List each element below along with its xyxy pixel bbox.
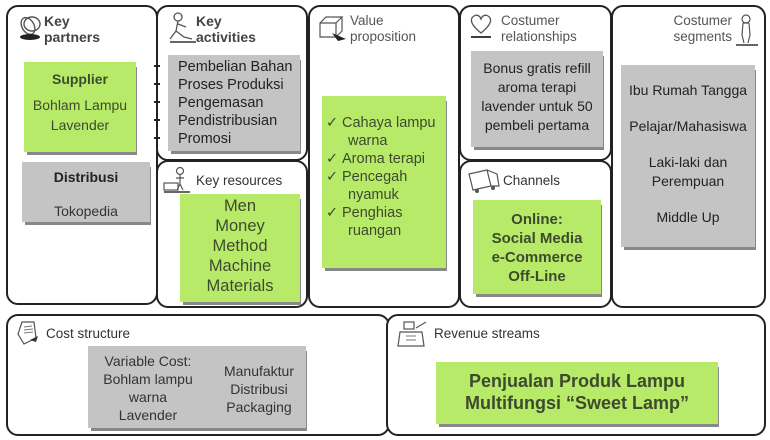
segment-item: Laki-laki dan — [648, 154, 728, 170]
revenue-note: Penjualan Produk Lampu Multifungsi “Swee… — [436, 362, 718, 424]
resource-item: Method — [212, 237, 268, 255]
resource-item: Men — [223, 197, 257, 215]
cost-variable-line: Lavender — [118, 407, 178, 423]
key-activities-title-2: activities — [196, 29, 256, 45]
cost-fixed-line: Manufaktur — [223, 363, 295, 379]
value-item-cont: ruangan — [348, 223, 402, 239]
revenue-streams-title: Revenue streams — [434, 326, 540, 341]
segment-item: Pelajar/Mahasiswa — [629, 118, 747, 134]
checkmark-icon: ✓ — [326, 151, 339, 167]
key-partners-title-1: Key — [44, 13, 70, 29]
value-item-cont: warna — [348, 133, 388, 149]
activity-item: Promosi — [178, 131, 232, 147]
cost-variable-line: Bohlam lampu — [103, 371, 193, 387]
value-proposition-block: Value proposition ✓Cahaya lampu warna ✓A… — [308, 5, 460, 308]
document-icon — [17, 321, 38, 345]
customer-segments-block: Costumer segments Ibu Rumah Tangga Pelaj… — [611, 5, 766, 308]
activity-item: Pembelian Bahan — [178, 59, 293, 75]
supplier-line: Lavender — [50, 117, 110, 133]
value-item: ✓Cahaya lampu — [326, 115, 436, 131]
customer-relationships-title-2: relationships — [501, 29, 577, 44]
customer-segments-title-2: segments — [673, 29, 732, 44]
relationship-line: lavender untuk 50 — [481, 98, 593, 114]
value-item-cont: nyamuk — [348, 187, 399, 203]
cost-fixed-line: Packaging — [226, 399, 292, 415]
relationship-line: pembeli pertama — [484, 117, 590, 133]
key-partners-title-2: partners — [44, 29, 101, 45]
resource-item: Money — [215, 217, 265, 235]
revenue-line: Multifungsi “Sweet Lamp” — [464, 393, 689, 413]
checkmark-icon: ✓ — [326, 115, 339, 131]
checkmark-icon: ✓ — [326, 205, 339, 221]
supplier-heading: Supplier — [51, 71, 108, 87]
key-resources-block: Key resources Men Money Method Machine M… — [156, 160, 308, 308]
gift-box-icon — [319, 16, 346, 41]
revenue-line: Penjualan Produk Lampu — [468, 371, 686, 391]
supplier-note: Supplier Bohlam Lampu Lavender — [24, 62, 136, 152]
value-note: ✓Cahaya lampu warna ✓Aroma terapi ✓Pence… — [322, 96, 446, 268]
distribution-note: Distribusi Tokopedia — [22, 162, 150, 222]
activity-item: Pengemasan — [178, 95, 264, 111]
key-activities-title-1: Key — [196, 13, 222, 29]
segment-item: Middle Up — [656, 209, 720, 225]
cost-note: Variable Cost: Bohlam lampu warna Lavend… — [88, 346, 306, 428]
relationships-note: Bonus gratis refill aroma terapi lavende… — [471, 51, 603, 147]
resource-item: Materials — [206, 277, 274, 295]
channels-title: Channels — [503, 173, 561, 188]
resource-item: Machine — [208, 257, 272, 275]
customer-relationships-title-1: Costumer — [501, 13, 560, 28]
distribution-line: Tokopedia — [54, 203, 118, 219]
checkmark-icon: ✓ — [326, 169, 339, 185]
key-resources-title: Key resources — [196, 173, 283, 188]
value-proposition-title-2: proposition — [350, 29, 417, 44]
heart-icon — [470, 14, 492, 38]
chain-link-icon — [20, 16, 41, 40]
distribution-heading: Distribusi — [53, 169, 119, 185]
key-activities-block: Key activities Pembelian Bahan Proses Pr… — [154, 5, 308, 161]
worker-machine-icon — [163, 166, 190, 193]
delivery-truck-icon — [468, 169, 500, 193]
cost-structure-block: Cost structure Variable Cost: Bohlam lam… — [6, 314, 390, 436]
segment-item: Ibu Rumah Tangga — [628, 82, 748, 98]
value-proposition-title-1: Value — [350, 13, 384, 28]
cost-variable-line: warna — [128, 389, 168, 405]
segment-item-cont: Perempuan — [651, 173, 725, 189]
activities-note: Pembelian Bahan Proses Produksi Pengemas… — [168, 55, 300, 151]
activity-item: Pendistribusian — [178, 113, 278, 129]
revenue-streams-block: Revenue streams Penjualan Produk Lampu M… — [386, 314, 766, 436]
customer-relationships-block: Costumer relationships Bonus gratis refi… — [459, 5, 612, 161]
cost-structure-title: Cost structure — [46, 326, 131, 341]
person-standing-icon — [736, 14, 758, 46]
person-working-icon — [169, 12, 196, 43]
channels-block: Channels Online: Social Media e-Commerce… — [459, 160, 612, 308]
channel-line: Online: — [511, 211, 563, 228]
cash-register-icon — [397, 321, 427, 347]
supplier-line: Bohlam Lampu — [32, 97, 128, 113]
resources-note: Men Money Method Machine Materials — [180, 194, 300, 302]
activity-item: Proses Produksi — [178, 77, 284, 93]
cost-variable-line: Variable Cost: — [104, 353, 192, 369]
channel-line: e-Commerce — [491, 249, 583, 266]
cost-fixed-line: Distribusi — [230, 381, 288, 397]
relationship-line: aroma terapi — [497, 79, 577, 95]
value-item: ✓Aroma terapi — [326, 151, 426, 167]
value-item: ✓Penghias — [326, 205, 403, 221]
channels-note: Online: Social Media e-Commerce Off-Line — [473, 200, 601, 294]
segments-note: Ibu Rumah Tangga Pelajar/Mahasiswa Laki-… — [621, 65, 755, 247]
value-item: ✓Pencegah — [326, 169, 408, 185]
relationship-line: Bonus gratis refill — [483, 60, 591, 76]
key-partners-block: Key partners Supplier Bohlam Lampu Laven… — [6, 5, 158, 305]
channel-line: Social Media — [491, 230, 583, 247]
channel-line: Off-Line — [508, 268, 566, 285]
customer-segments-title-1: Costumer — [673, 13, 732, 28]
